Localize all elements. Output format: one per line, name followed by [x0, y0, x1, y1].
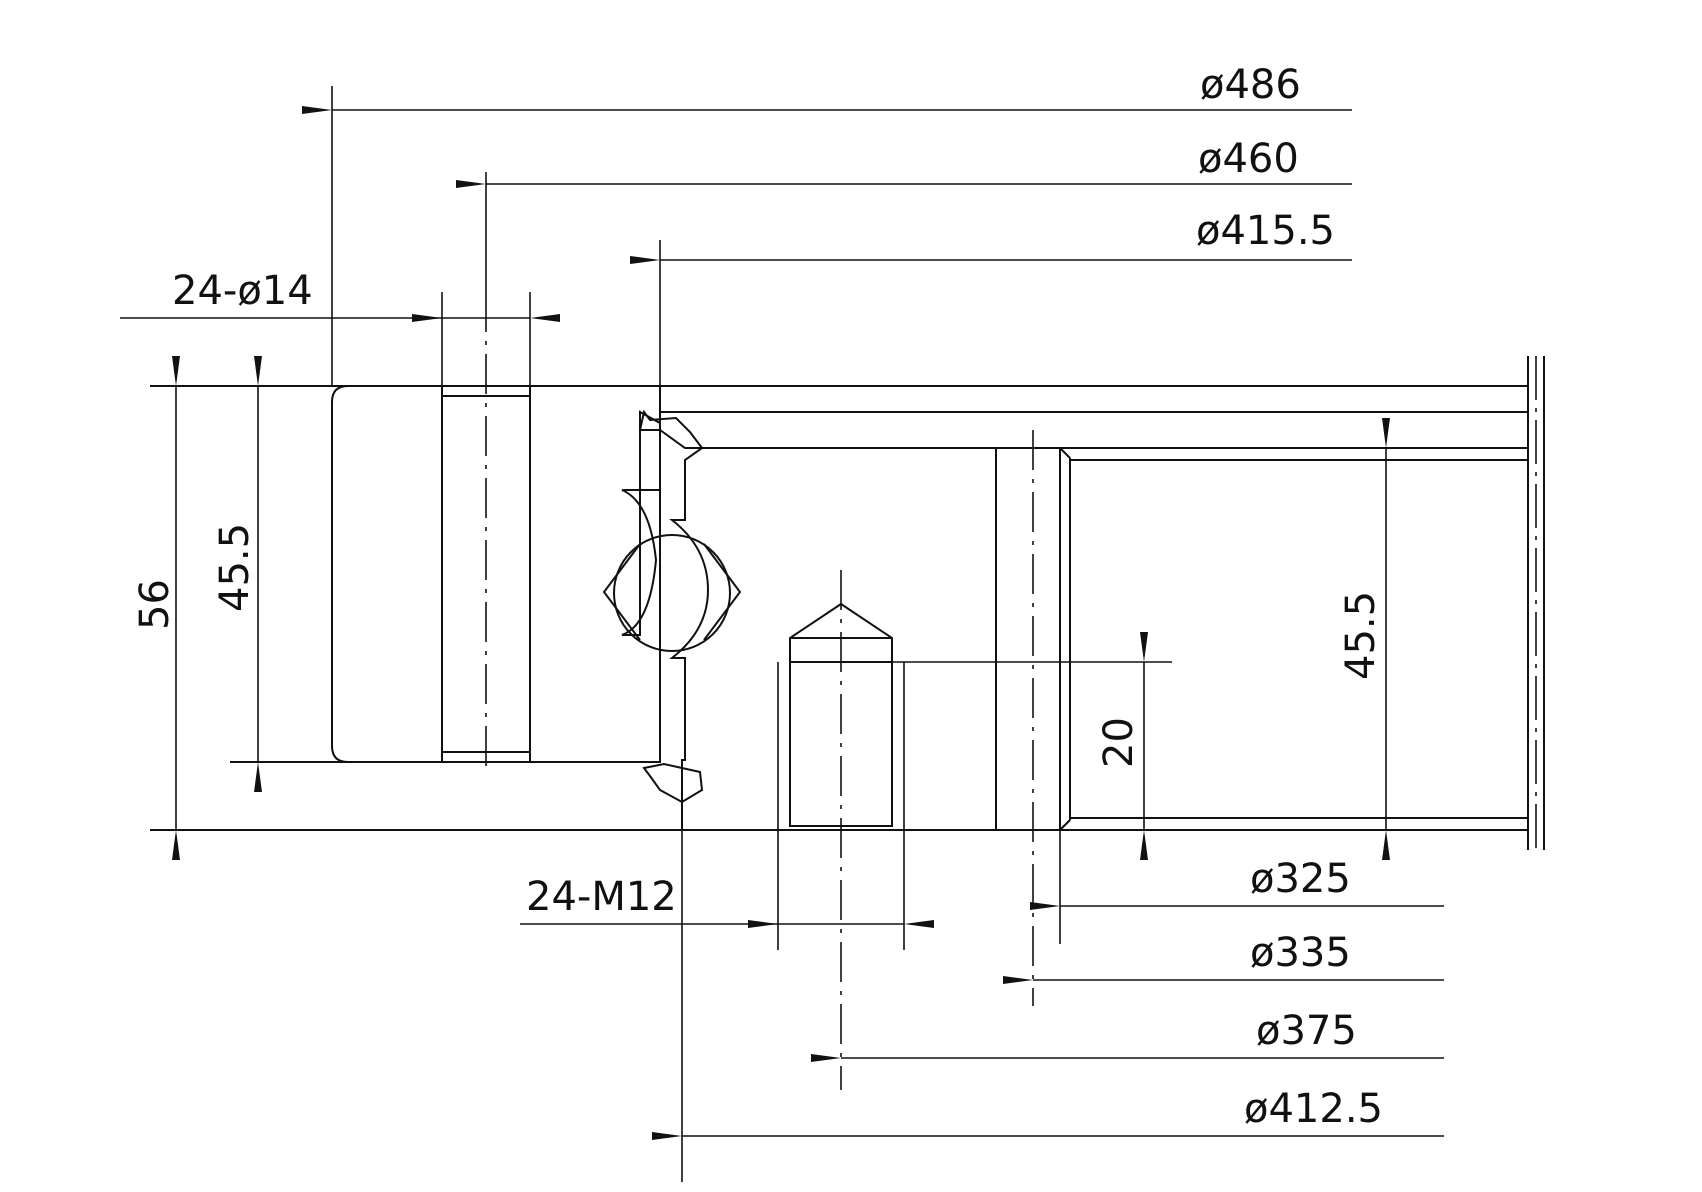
inner-ring [669, 447, 1071, 831]
threaded-hole [789, 602, 893, 827]
upper-seal [638, 409, 704, 449]
outer-ring [331, 385, 661, 763]
dim-dia-415-5: ø415.5 [1196, 208, 1335, 254]
break-lines [1527, 356, 1545, 850]
dim-height-56: 56 [132, 579, 178, 630]
dim-height-45-5-right: 45.5 [1338, 591, 1384, 680]
inner-ring-section [669, 447, 997, 831]
dim-height-45-5-left: 45.5 [212, 523, 258, 612]
dim-depth-20: 20 [1096, 717, 1142, 768]
rolling-ball [613, 534, 731, 652]
dim-dia-460: ø460 [1198, 136, 1299, 182]
dim-dia-335: ø335 [1250, 930, 1351, 976]
dim-dia-325: ø325 [1250, 856, 1351, 902]
dim-inner-threads: 24-M12 [526, 874, 677, 920]
inner-ring-bore [995, 447, 1061, 831]
outer-ring-left-section [331, 385, 443, 763]
outer-ring-right-section [529, 385, 661, 763]
dim-dia-412-5: ø412.5 [1244, 1086, 1383, 1132]
dim-outer-holes: 24-ø14 [172, 268, 313, 314]
dim-dia-486: ø486 [1200, 62, 1301, 108]
lower-seal [642, 762, 704, 804]
dim-dia-375: ø375 [1256, 1008, 1357, 1054]
